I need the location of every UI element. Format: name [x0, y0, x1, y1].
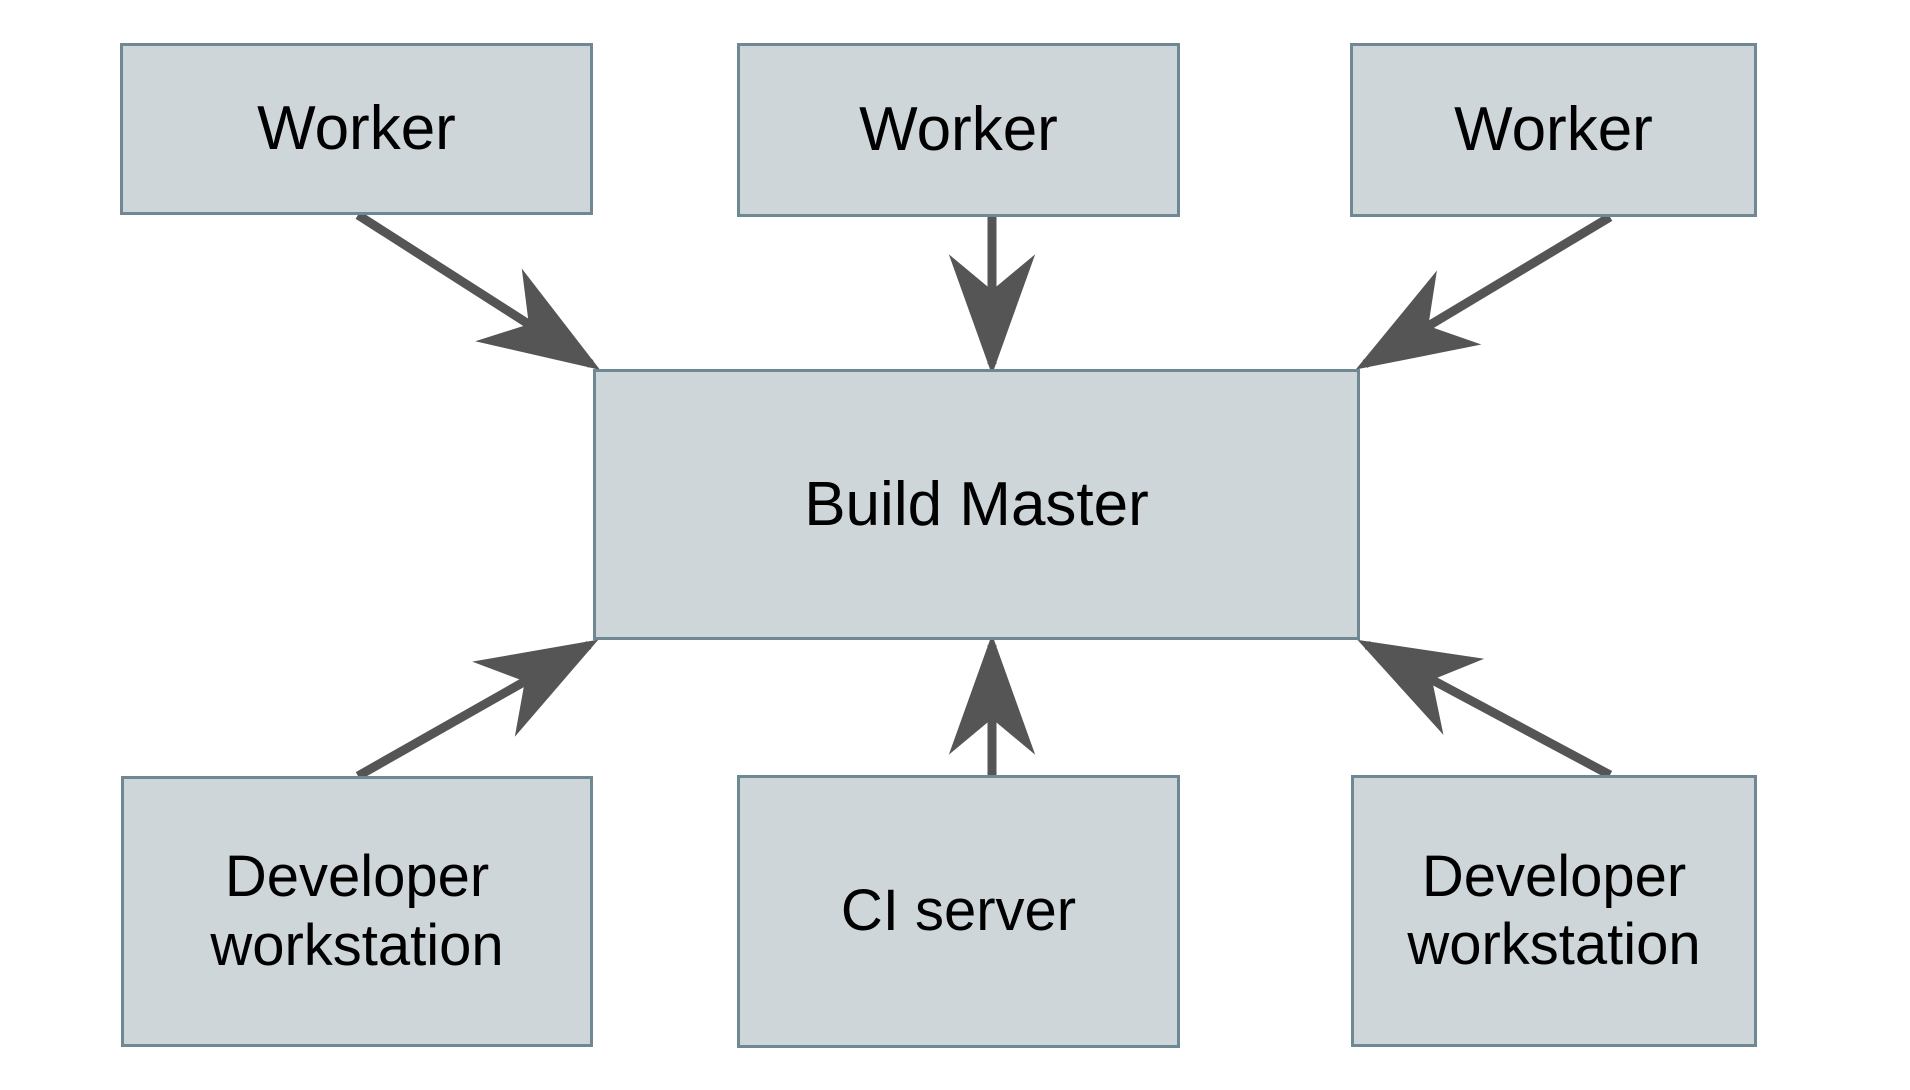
edge-devleft-to-master	[355, 639, 599, 780]
node-build-master[interactable]: Build Master	[593, 369, 1360, 640]
node-worker-1[interactable]: Worker	[120, 43, 593, 215]
node-developer-workstation-left-label: Developer workstation	[210, 844, 504, 978]
node-worker-3[interactable]: Worker	[1350, 43, 1757, 217]
edge-worker1-to-master	[355, 211, 601, 370]
node-worker-2[interactable]: Worker	[737, 43, 1180, 217]
edge-worker3-to-master	[1355, 213, 1613, 370]
node-developer-workstation-right-label: Developer workstation	[1407, 843, 1701, 977]
node-developer-workstation-left[interactable]: Developer workstation	[121, 776, 593, 1047]
edge-devright-to-master	[1357, 639, 1613, 779]
node-ci-server[interactable]: CI server	[737, 775, 1180, 1048]
node-build-master-label: Build Master	[804, 469, 1149, 539]
node-developer-workstation-right[interactable]: Developer workstation	[1351, 775, 1757, 1047]
node-worker-2-label: Worker	[859, 95, 1058, 165]
node-worker-1-label: Worker	[257, 94, 456, 164]
node-worker-3-label: Worker	[1454, 95, 1653, 165]
node-ci-server-label: CI server	[840, 878, 1077, 944]
